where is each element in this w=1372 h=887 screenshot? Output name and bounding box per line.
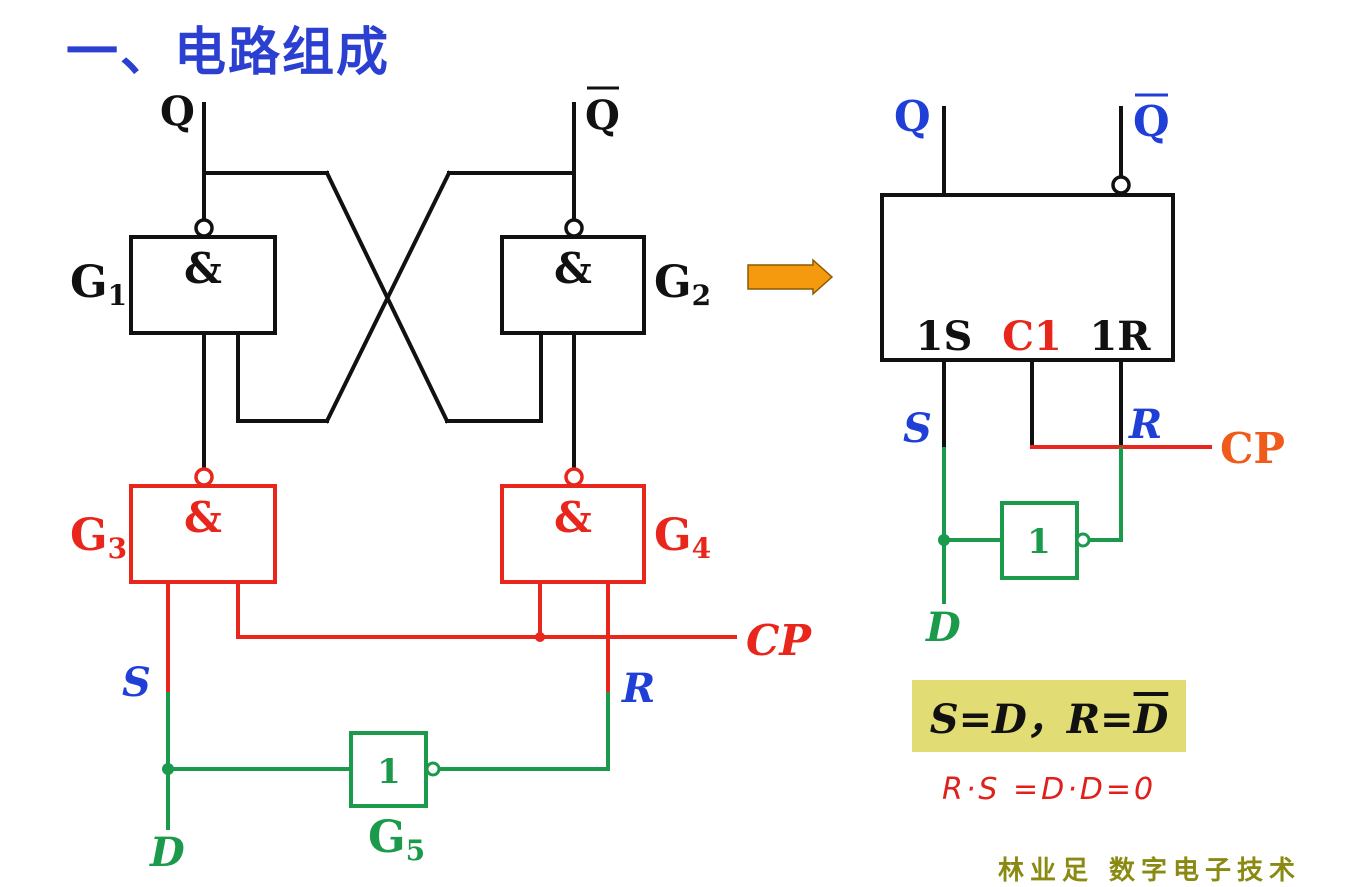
gate-g1-bubble — [194, 218, 214, 238]
left-cp-label: CP — [746, 616, 812, 665]
gate-g1-label: G1 — [70, 257, 127, 312]
left-q-label: Q — [160, 88, 195, 135]
right-inverter-symbol: 1 — [1027, 522, 1051, 562]
gate-g4-bubble — [564, 467, 584, 487]
gate-g5-label: G5 — [368, 812, 425, 867]
left-green-wiring — [166, 692, 610, 830]
left-red-wiring — [166, 580, 737, 694]
pin-1r-label: 1R — [1089, 313, 1151, 360]
left-black-wiring — [202, 102, 576, 471]
right-inverter-bubble — [1075, 532, 1091, 548]
gate-g2-bubble — [564, 218, 584, 238]
right-green-wiring — [942, 447, 1123, 604]
gate-g2-symbol: & — [554, 244, 592, 293]
flip-flop-box — [880, 193, 1175, 362]
gate-g3-symbol: & — [184, 493, 222, 542]
page-title: 一、电路组成 — [66, 23, 391, 83]
right-d-junction-dot — [938, 534, 950, 546]
right-qbar-label: Q — [1133, 97, 1170, 146]
pin-c1-label: C1 — [1002, 313, 1062, 360]
right-cp-label: CP — [1220, 424, 1285, 473]
formula-text: S=D，R=D — [929, 696, 1169, 743]
gate-g1-symbol: & — [184, 244, 222, 293]
gate-g3-label: G3 — [70, 510, 127, 565]
left-s-label: S — [122, 659, 151, 706]
formula-box: S=D，R=D — [912, 680, 1186, 752]
left-qbar-label: Q — [585, 92, 620, 139]
right-black-wiring — [942, 106, 1123, 449]
gate-g4-symbol: & — [554, 493, 592, 542]
right-s-label: S — [903, 405, 932, 452]
left-r-label: R — [621, 665, 655, 712]
gate-g2-label: G2 — [654, 257, 711, 312]
gate-g4-label: G4 — [654, 510, 711, 565]
right-d-label: D — [925, 604, 961, 651]
arrow-icon — [747, 258, 834, 296]
gate-g5-bubble — [425, 761, 441, 777]
handwritten-note: R·S =D·D=0 — [942, 772, 1157, 807]
cp-junction-dot — [535, 632, 545, 642]
right-q-label: Q — [894, 92, 931, 141]
right-r-label: R — [1128, 401, 1162, 448]
left-d-label: D — [149, 829, 185, 872]
gate-g3-bubble — [194, 467, 214, 487]
gate-g5-symbol: 1 — [377, 752, 401, 792]
d-junction-dot — [162, 763, 174, 775]
footer-text: 林业足 数字电子技术 — [998, 856, 1302, 886]
pin-1s-label: 1S — [916, 313, 973, 360]
qbar-output-bubble — [1111, 175, 1131, 195]
